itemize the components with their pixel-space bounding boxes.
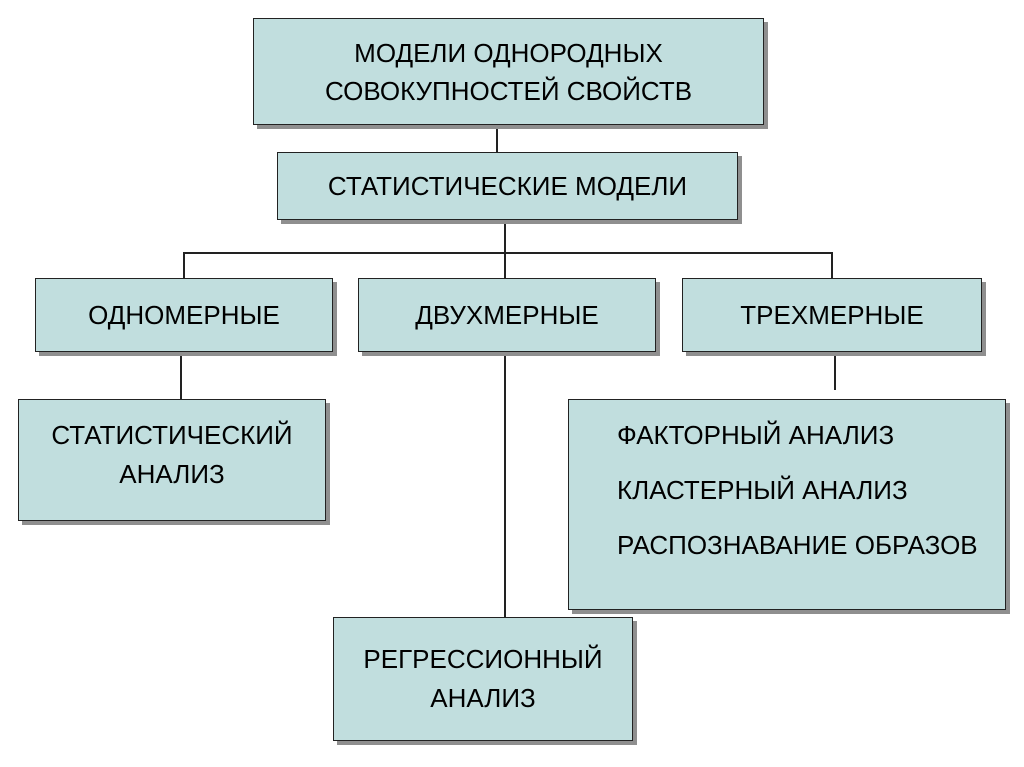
cluster-analysis-item: КЛАСТЕРНЫЙ АНАЛИЗ	[617, 475, 908, 505]
two-dimensional-text: ДВУХМЕРНЫЕ	[359, 279, 655, 351]
root-node-line-2: СОВОКУПНОСТЕЙ СВОЙСТВ	[324, 75, 693, 106]
connector-one-dimensional-to-statistical-analysis	[180, 352, 182, 399]
one-dimensional-text: ОДНОМЕРНЫЕ	[36, 279, 332, 351]
connector-bus-to-one-dimensional	[183, 252, 185, 278]
one-dimensional-box: ОДНОМЕРНЫЕ	[35, 278, 333, 352]
statistical-models-label: СТАТИСТИЧЕСКИЕ МОДЕЛИ	[327, 170, 688, 201]
statistical-analysis-text: СТАТИСТИЧЕСКИЙ АНАЛИЗ	[19, 400, 325, 520]
regression-analysis-box: РЕГРЕССИОННЫЙ АНАЛИЗ	[333, 617, 633, 741]
connector-branch-bus	[183, 252, 832, 254]
two-dimensional-box: ДВУХМЕРНЫЕ	[358, 278, 656, 352]
connector-two-dimensional-to-regression	[504, 352, 506, 617]
regression-analysis-line-1: РЕГРЕССИОННЫЙ	[363, 644, 603, 674]
three-dimensional-text: ТРЕХМЕРНЫЕ	[683, 279, 981, 351]
root-node-box: МОДЕЛИ ОДНОРОДНЫХ СОВОКУПНОСТЕЙ СВОЙСТВ	[253, 18, 764, 125]
connector-three-dimensional-to-methods	[834, 352, 836, 390]
connector-bus-to-two-dimensional	[504, 252, 506, 278]
two-dimensional-label: ДВУХМЕРНЫЕ	[415, 299, 599, 330]
regression-analysis-text: РЕГРЕССИОННЫЙ АНАЛИЗ	[334, 618, 632, 740]
connector-root-to-stat	[496, 125, 498, 152]
pattern-recognition-item: РАСПОЗНАВАНИЕ ОБРАЗОВ	[617, 530, 978, 560]
three-dimensional-label: ТРЕХМЕРНЫЕ	[740, 299, 924, 330]
root-node-text: МОДЕЛИ ОДНОРОДНЫХ СОВОКУПНОСТЕЙ СВОЙСТВ	[254, 19, 763, 124]
connector-stat-to-bus	[504, 220, 506, 252]
statistical-analysis-line-2: АНАЛИЗ	[119, 459, 225, 489]
statistical-models-box: СТАТИСТИЧЕСКИЕ МОДЕЛИ	[277, 152, 738, 220]
statistical-analysis-box: СТАТИСТИЧЕСКИЙ АНАЛИЗ	[18, 399, 326, 521]
regression-analysis-line-2: АНАЛИЗ	[430, 683, 536, 713]
statistical-models-text: СТАТИСТИЧЕСКИЕ МОДЕЛИ	[278, 153, 737, 219]
factor-analysis-item: ФАКТОРНЫЙ АНАЛИЗ	[617, 420, 895, 450]
connector-bus-to-three-dimensional	[831, 252, 833, 278]
root-node-line-1: МОДЕЛИ ОДНОРОДНЫХ	[354, 37, 663, 68]
three-dimensional-box: ТРЕХМЕРНЫЕ	[682, 278, 982, 352]
statistical-analysis-line-1: СТАТИСТИЧЕСКИЙ	[51, 420, 293, 450]
multivariate-methods-box: ФАКТОРНЫЙ АНАЛИЗ КЛАСТЕРНЫЙ АНАЛИЗ РАСПО…	[568, 399, 1006, 610]
one-dimensional-label: ОДНОМЕРНЫЕ	[88, 299, 280, 330]
